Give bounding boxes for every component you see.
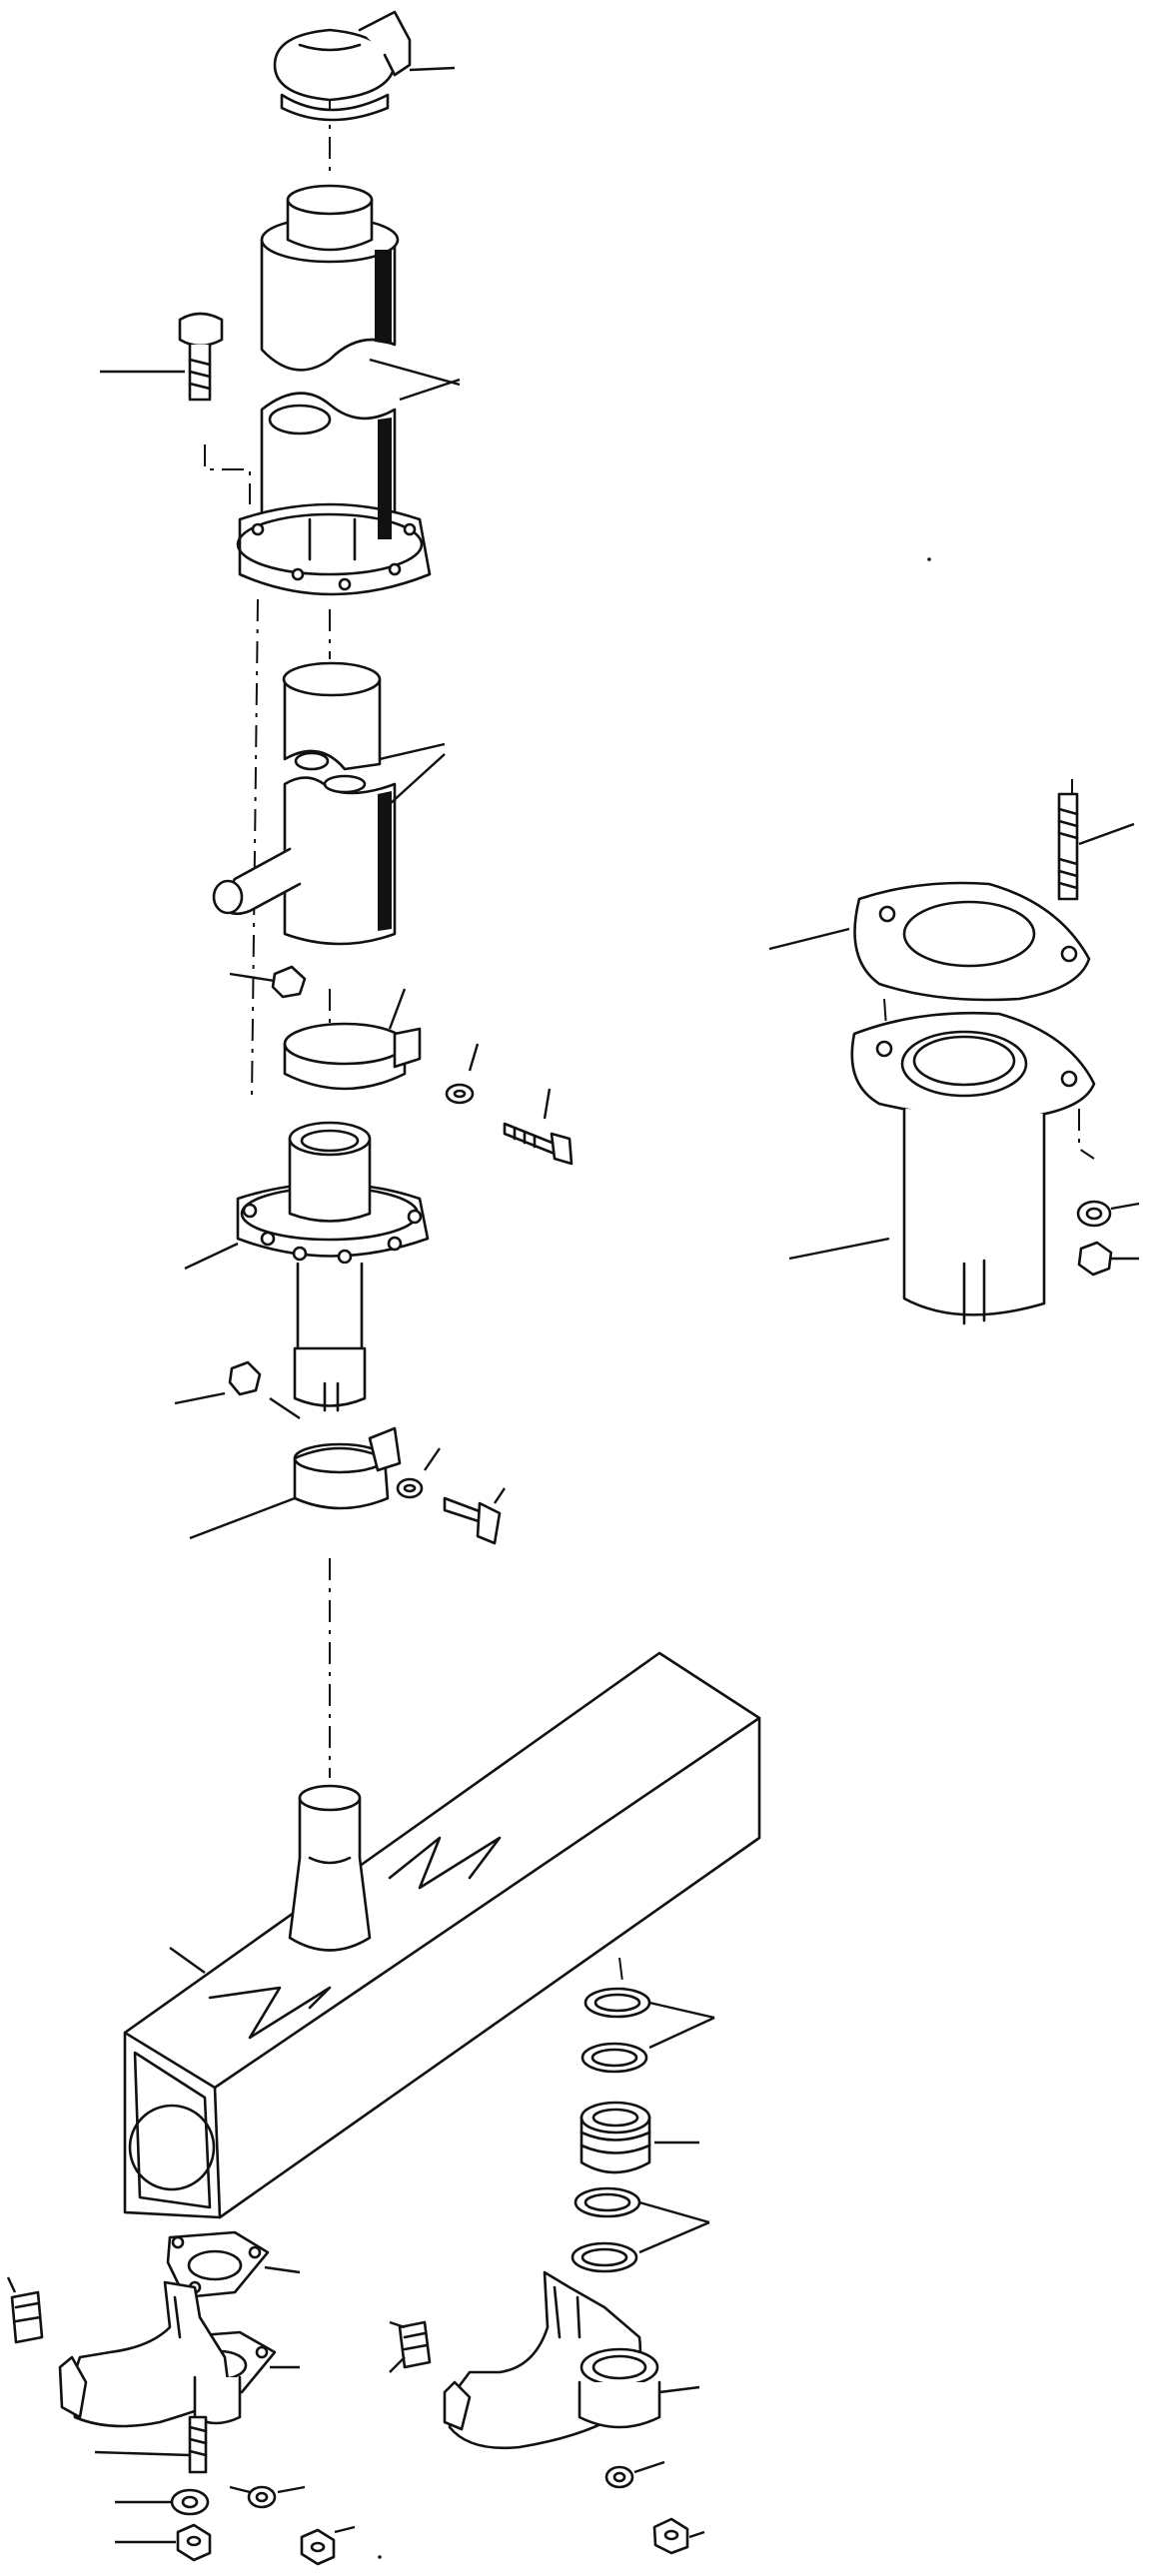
elbow-pipe-right (443, 2270, 700, 2450)
washer-right (1076, 1200, 1140, 1228)
mounting-bolt (100, 312, 224, 402)
flanged-adapter-pipe (184, 1121, 430, 1412)
upper-tail-pipe (260, 184, 461, 387)
rain-cap (273, 10, 456, 122)
seal-rings-lower (571, 2186, 710, 2273)
clamp-nut-lower (174, 1360, 301, 1419)
inner-pipe (282, 661, 446, 771)
nut-right (1077, 1241, 1139, 1277)
outer-pipe-with-stub (212, 753, 446, 946)
washer-bottom-middle (229, 2485, 306, 2509)
flange-plate-upper-left (166, 2230, 301, 2299)
muffler-body (123, 1651, 761, 2219)
exhaust-gasket-right (768, 881, 1091, 1002)
seal-rings-upper (581, 1987, 715, 2074)
pipe-clamp-upper (283, 988, 422, 1091)
clamp-bolt-upper (503, 1088, 574, 1166)
pipe-clamp-lower (189, 1426, 402, 1540)
clamp-nut-upper (229, 965, 307, 999)
bracket-right (389, 2320, 432, 2373)
flanged-outlet-pipe-right (788, 1011, 1096, 1325)
nut-bottom-middle (300, 2525, 356, 2566)
clamp-washer-lower (396, 1447, 441, 1499)
clamp-bolt-lower (443, 1487, 506, 1545)
muffler-outlet-pipe (288, 1784, 372, 1952)
elbow-pipe-left (58, 2280, 242, 2428)
bracket-left (6, 2276, 44, 2344)
scan-specks (378, 557, 931, 2559)
stud-bolt-right (1057, 792, 1135, 901)
washer-bottom-left (115, 2488, 210, 2516)
clamp-washer-upper (445, 1043, 480, 1105)
stack-with-flange (236, 378, 461, 596)
stud-bottom-left (94, 2415, 208, 2474)
spherical-joint (580, 2101, 699, 2174)
nut-bottom-right (652, 2517, 705, 2555)
washer-bottom-right (604, 2460, 665, 2489)
nut-bottom-left (115, 2523, 212, 2562)
